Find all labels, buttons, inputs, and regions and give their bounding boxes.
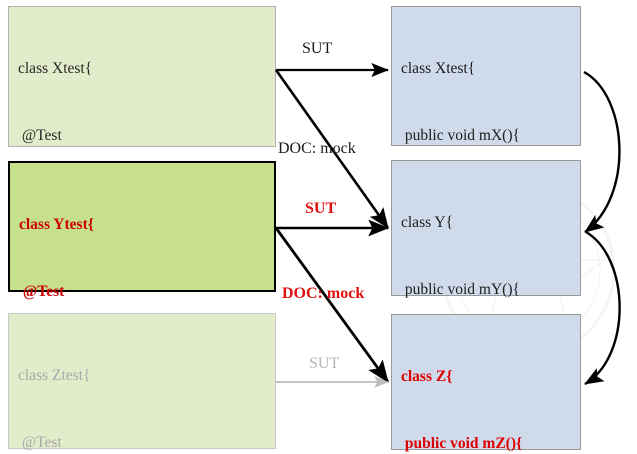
- code-line: public void mX(){: [401, 126, 520, 144]
- code-line: @Test: [18, 126, 62, 144]
- code-line: public void mY(){: [401, 280, 520, 298]
- code-line: class Z{: [401, 367, 453, 385]
- code-box-xtest-test: class Xtest{ @Test public void testMX(){…: [8, 6, 276, 411]
- arrow-label-sut-middle: SUT: [305, 200, 337, 217]
- code-box-class-z: class Z{ public void mZ(){ //code } }: [391, 314, 581, 452]
- code-line: class Xtest{: [401, 59, 476, 77]
- code-line: class Ztest{: [18, 366, 91, 384]
- code-box-ztest-test: class Ztest{ @Test public void testMZ(){…: [8, 313, 276, 451]
- arrow-label-sut-bottom: SUT: [309, 355, 340, 372]
- arrow-curve-y-to-z: [584, 230, 621, 386]
- code-box-ytest-test: class Ytest{ @Test public void testMY(){…: [8, 161, 276, 433]
- arrow-label-doc-bottom: DOC: mock: [282, 285, 365, 302]
- code-box-class-xtest: class Xtest{ public void mX(){ //code wi…: [391, 6, 581, 411]
- code-line: class Ytest{: [19, 215, 94, 233]
- code-line: public void mZ(){: [401, 434, 523, 452]
- code-line: class Y{: [401, 213, 454, 231]
- arrow-label-doc-top: DOC: mock: [278, 140, 356, 157]
- code-line: @Test: [18, 433, 62, 451]
- code-line: @Test: [19, 282, 65, 300]
- arrow-label-sut-top: SUT: [302, 40, 333, 57]
- code-box-class-y: class Y{ public void mY(){ //code with Z…: [391, 160, 581, 431]
- arrow-curve-x-to-y: [583, 70, 621, 233]
- code-line: class Xtest{: [18, 59, 93, 77]
